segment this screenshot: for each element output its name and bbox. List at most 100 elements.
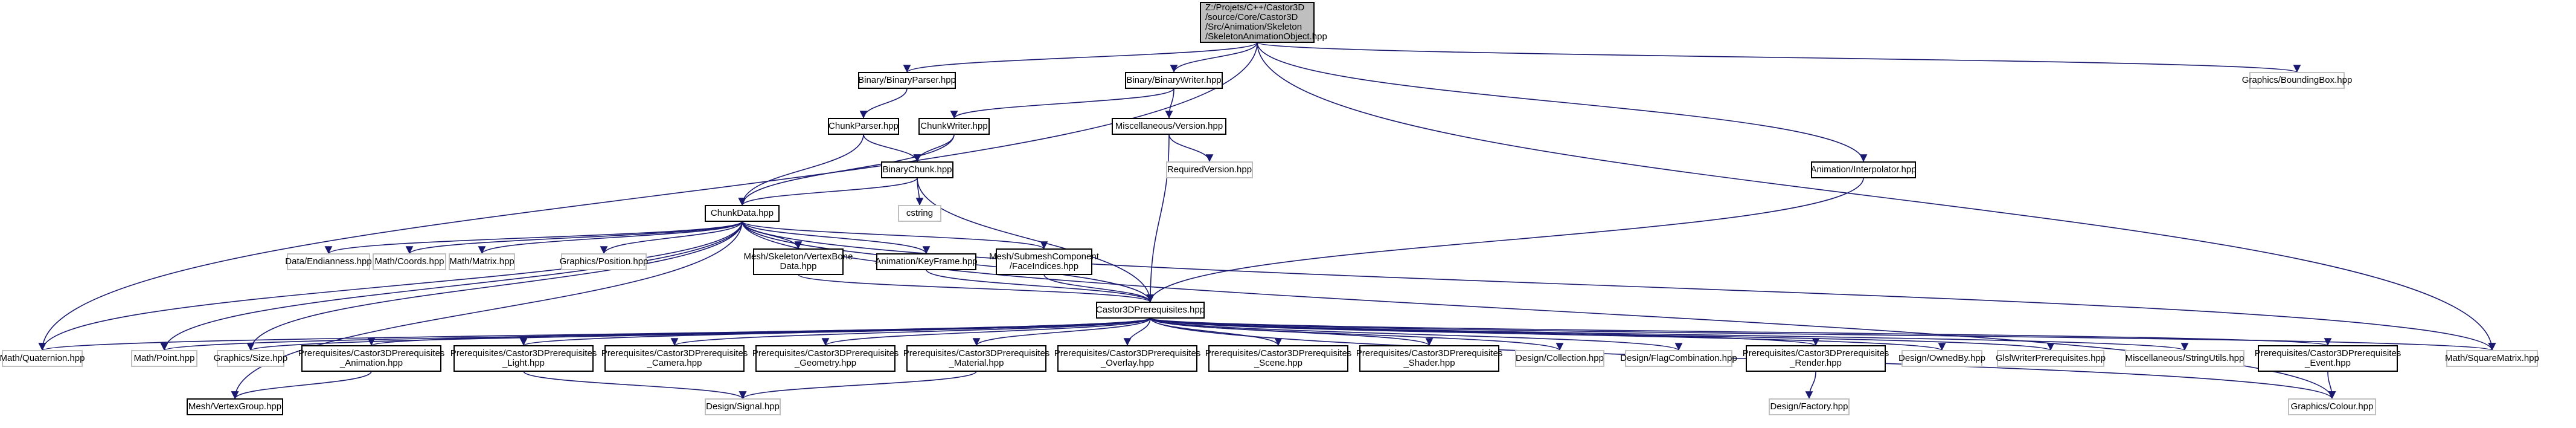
- edge-root-to-bparser: [903, 42, 1258, 73]
- edge-prereq-to-p_light: [520, 317, 1151, 346]
- node-box: [876, 253, 976, 270]
- edge-cparser-to-cdata: [738, 134, 864, 206]
- edge-cdata-to-matrix: [478, 221, 743, 255]
- node-cdata[interactable]: ChunkData.hpp: [705, 205, 780, 222]
- node-label-line: Math/Point.hpp: [134, 353, 195, 363]
- node-bbox: Graphics/BoundingBox.hpp: [2242, 72, 2353, 89]
- node-label-line: Design/Signal.hpp: [706, 401, 780, 412]
- edge-version-to-reqver: [1168, 134, 1214, 163]
- node-box: [1769, 398, 1850, 415]
- node-label-line: Graphics/BoundingBox.hpp: [2242, 75, 2353, 85]
- node-p-event[interactable]: Prerequisites/Castor3DPrerequisites_Even…: [2255, 345, 2401, 372]
- node-bparser[interactable]: Binary/BinaryParser.hpp: [858, 72, 956, 89]
- node-p-overlay[interactable]: Prerequisites/Castor3DPrerequisites_Over…: [1054, 345, 1201, 372]
- node-label-line: Graphics/Size.hpp: [214, 353, 288, 363]
- node-point: Math/Point.hpp: [131, 350, 197, 367]
- node-box: [604, 345, 745, 372]
- node-endian: Data/Endianness.hpp: [285, 253, 372, 270]
- node-p-render[interactable]: Prerequisites/Castor3DPrerequisites_Rend…: [1743, 345, 1889, 372]
- node-root[interactable]: Z:/Projets/C++/Castor3D/source/Core/Cast…: [1200, 2, 1327, 43]
- edge-prereq-to-colour: [1150, 317, 2336, 400]
- node-bwriter[interactable]: Binary/BinaryWriter.hpp: [1125, 72, 1223, 89]
- node-label-line: Mesh/Skeleton/VertexBone: [744, 251, 853, 262]
- node-box: [1811, 161, 1916, 178]
- node-colour: Graphics/Colour.hpp: [2288, 398, 2376, 415]
- node-version[interactable]: Miscellaneous/Version.hpp: [1112, 118, 1226, 135]
- edge-cwriter-to-cdata: [738, 134, 955, 206]
- edge-prereq-to-p_anim: [368, 317, 1151, 346]
- node-label-line: Prerequisites/Castor3DPrerequisites: [601, 348, 748, 358]
- node-p-scene[interactable]: Prerequisites/Castor3DPrerequisites_Scen…: [1205, 345, 1352, 372]
- node-cparser[interactable]: ChunkParser.hpp: [828, 118, 899, 135]
- node-vgroup[interactable]: Mesh/VertexGroup.hpp: [187, 398, 283, 415]
- node-label-line: /Src/Animation/Skeleton: [1205, 22, 1302, 32]
- node-box: [373, 253, 446, 270]
- node-box: [1096, 302, 1205, 319]
- node-p-camera[interactable]: Prerequisites/Castor3DPrerequisites_Came…: [601, 345, 748, 372]
- node-prereq[interactable]: Castor3DPrerequisites.hpp: [1096, 302, 1205, 319]
- node-box: [1057, 345, 1197, 372]
- edge-bchunk-to-cdata: [738, 177, 918, 206]
- node-sqmatrix: Math/SquareMatrix.hpp: [2445, 350, 2539, 367]
- node-box: [906, 345, 1046, 372]
- node-label-line: Prerequisites/Castor3DPrerequisites: [1356, 348, 1503, 358]
- node-label-line: GlslWriterPrerequisites.hpp: [1996, 353, 2106, 363]
- edge-cdata-to-sqmatrix: [742, 221, 2496, 351]
- node-label-line: Math/SquareMatrix.hpp: [2445, 353, 2539, 363]
- node-box: [1208, 345, 1348, 372]
- node-box: [2, 350, 83, 367]
- node-box: [1625, 350, 1732, 367]
- edge-root-to-sqmatrix: [1257, 42, 2496, 351]
- node-box: [2446, 350, 2538, 367]
- node-box: [1112, 118, 1226, 135]
- node-box: [1200, 2, 1315, 43]
- node-matrix: Math/Matrix.hpp: [449, 253, 515, 270]
- node-bchunk[interactable]: BinaryChunk.hpp: [881, 161, 953, 178]
- node-label-line: /source/Core/Castor3D: [1205, 12, 1298, 22]
- node-interp[interactable]: Animation/Interpolator.hpp: [1810, 161, 1917, 178]
- node-label-line: Animation/Interpolator.hpp: [1810, 164, 1916, 175]
- edge-prereq-to-sqmatrix: [1150, 317, 2496, 351]
- node-box: [1997, 350, 2104, 367]
- node-box: [753, 248, 844, 275]
- node-label-line: Binary/BinaryWriter.hpp: [1126, 75, 1221, 85]
- edge-cdata-to-keyframe: [742, 221, 931, 255]
- node-label-line: Data.hpp: [780, 261, 817, 271]
- node-label-line: Design/OwnedBy.hpp: [1898, 353, 1985, 363]
- node-label-line: Graphics/Colour.hpp: [2291, 401, 2374, 412]
- node-label-line: Graphics/Position.hpp: [560, 256, 649, 267]
- edge-root-to-interp: [1257, 42, 1868, 163]
- node-label-line: _Geometry.hpp: [794, 358, 856, 368]
- edge-root-to-bbox: [1257, 42, 2301, 73]
- node-cwriter[interactable]: ChunkWriter.hpp: [918, 118, 990, 135]
- node-p-light[interactable]: Prerequisites/Castor3DPrerequisites_Ligh…: [450, 345, 597, 372]
- node-faceind[interactable]: Mesh/SubmeshComponent/FaceIndices.hpp: [989, 248, 1100, 275]
- node-label-line: /SkeletonAnimationObject.hpp: [1205, 31, 1327, 42]
- edge-prereq-to-p_camera: [671, 317, 1151, 346]
- node-box: [705, 398, 781, 415]
- node-label-line: Miscellaneous/Version.hpp: [1115, 121, 1223, 131]
- node-p-mat[interactable]: Prerequisites/Castor3DPrerequisites_Mate…: [903, 345, 1050, 372]
- node-keyframe[interactable]: Animation/KeyFrame.hpp: [875, 253, 978, 270]
- node-box: [858, 72, 956, 89]
- edge-bwriter-to-cwriter: [950, 88, 1174, 119]
- node-cstring: cstring: [898, 205, 941, 222]
- node-box: [2288, 398, 2376, 415]
- node-label-line: Math/Quaternion.hpp: [0, 353, 85, 363]
- edge-bparser-to-cparser: [859, 88, 908, 119]
- node-p-geom[interactable]: Prerequisites/Castor3DPrerequisites_Geom…: [752, 345, 899, 372]
- node-p-anim[interactable]: Prerequisites/Castor3DPrerequisites_Anim…: [298, 345, 445, 372]
- node-box: [1166, 161, 1253, 178]
- node-label-line: RequiredVersion.hpp: [1167, 164, 1252, 175]
- node-p-shader[interactable]: Prerequisites/Castor3DPrerequisites_Shad…: [1356, 345, 1503, 372]
- node-label-line: Prerequisites/Castor3DPrerequisites: [752, 348, 899, 358]
- node-label-line: _Light.hpp: [502, 358, 545, 368]
- node-size: Graphics/Size.hpp: [214, 350, 288, 367]
- node-box: [755, 345, 896, 372]
- edge-root-to-bwriter: [1170, 42, 1258, 73]
- node-quat: Math/Quaternion.hpp: [0, 350, 85, 367]
- node-label-line: /FaceIndices.hpp: [1010, 261, 1078, 271]
- edge-cwriter-to-bchunk: [913, 134, 955, 163]
